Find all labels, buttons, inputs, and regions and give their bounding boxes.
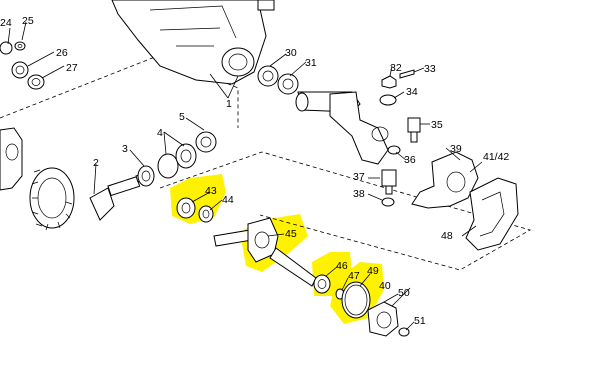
thrust-washer-27	[27, 74, 45, 90]
side-gear-26	[11, 61, 29, 79]
ball-joint-35	[407, 117, 421, 143]
callout-45: 45	[285, 228, 297, 240]
callout-43: 43	[205, 185, 217, 197]
nut-32	[381, 75, 397, 89]
ring-gear	[29, 167, 75, 231]
washer-3	[137, 165, 155, 187]
axle-tube	[295, 91, 389, 165]
steering-knuckle	[411, 151, 479, 209]
carrier	[0, 127, 23, 191]
wheel-hub	[367, 301, 399, 337]
washer-44	[198, 205, 214, 223]
callout-36: 36	[404, 154, 416, 166]
callout-40: 40	[379, 280, 391, 292]
callout-31: 31	[305, 57, 317, 69]
bearing-30	[257, 65, 279, 87]
spider-gear-24	[0, 41, 13, 55]
cotter-pin-33	[399, 69, 415, 79]
sleeve-36	[387, 145, 401, 155]
axle-shaft	[213, 217, 317, 287]
callout-34: 34	[406, 86, 418, 98]
callout-24: 24	[0, 17, 12, 29]
axle-housing	[111, 0, 275, 85]
ball-joint-34	[379, 94, 397, 106]
seal-43	[176, 197, 196, 219]
callout-44: 44	[222, 194, 234, 206]
callout-32: 32	[390, 62, 402, 74]
callout-35: 35	[431, 119, 443, 131]
callout-47: 47	[348, 270, 360, 282]
callout-37: 37	[353, 171, 365, 183]
callout-27: 27	[66, 62, 78, 74]
callout-51: 51	[414, 315, 426, 327]
callout-30: 30	[285, 47, 297, 59]
bearing-4	[157, 143, 197, 179]
callout-41-42: 41/42	[483, 151, 509, 163]
callout-38: 38	[353, 188, 365, 200]
washer-25	[14, 41, 26, 51]
group-outline-lower	[159, 151, 532, 271]
brake-shield	[465, 177, 519, 251]
callout-50: 50	[398, 287, 410, 299]
callout-46: 46	[336, 260, 348, 272]
nut-38	[381, 197, 395, 207]
callout-48: 48	[441, 230, 453, 242]
callout-labels: 24 25 26 27 1 2 3 4 5 30 31 32 33 34 35 …	[0, 15, 509, 327]
bolt-51	[398, 327, 410, 337]
callout-25: 25	[22, 15, 34, 27]
leader-lines	[7, 21, 483, 331]
callout-1: 1	[226, 98, 232, 110]
callout-4: 4	[157, 127, 163, 139]
callout-33: 33	[424, 63, 436, 75]
callout-26: 26	[56, 47, 68, 59]
seal-5	[195, 131, 217, 153]
seal-31	[277, 73, 299, 95]
callout-39: 39	[450, 143, 462, 155]
callout-2: 2	[93, 157, 99, 169]
callout-5: 5	[179, 111, 185, 123]
group-outline-upper	[0, 54, 239, 128]
callout-3: 3	[122, 143, 128, 155]
callout-49: 49	[367, 265, 379, 277]
bearing-46	[313, 274, 331, 294]
o-ring-49	[341, 281, 371, 319]
ball-joint-37	[381, 169, 397, 195]
